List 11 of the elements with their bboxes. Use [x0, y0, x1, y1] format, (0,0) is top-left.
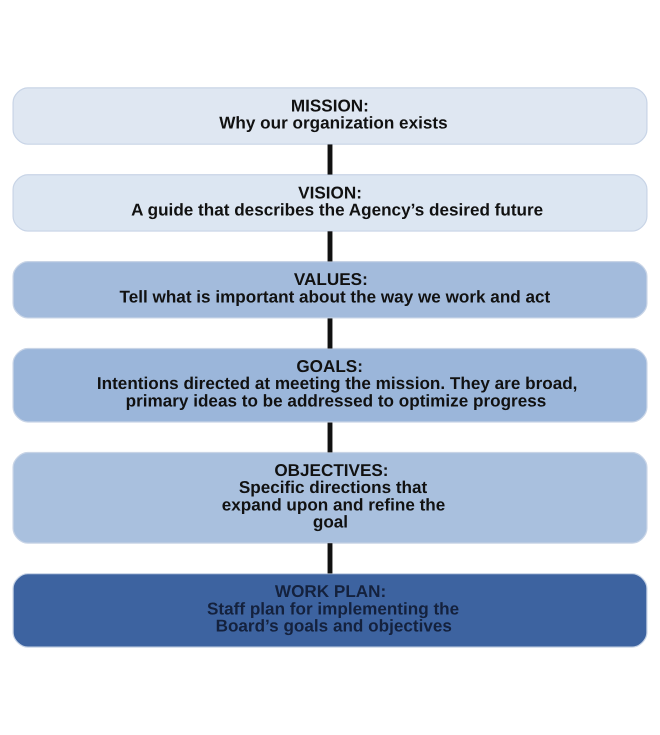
connector: [328, 318, 332, 349]
connector: [328, 231, 332, 262]
node-box: WORK PLAN: Staff plan for implementing the Board’s goals and objectives: [12, 573, 648, 648]
connector: [328, 422, 332, 452]
node-box: MISSION: Why our organization exists: [12, 87, 648, 145]
connector: [328, 543, 332, 574]
node-box: GOALS: Intentions directed at meeting the mission. They are broad, primary ideas to be addressed to optimize progress: [12, 348, 648, 423]
node-box: VISION: A guide that describes the Agency’s desired future: [12, 174, 648, 232]
node-box: VALUES: Tell what is important about the way we work and act: [12, 261, 648, 319]
connector: [328, 144, 332, 175]
node-box: OBJECTIVES: Specific directions that expand upon and refine the goal: [12, 452, 648, 544]
